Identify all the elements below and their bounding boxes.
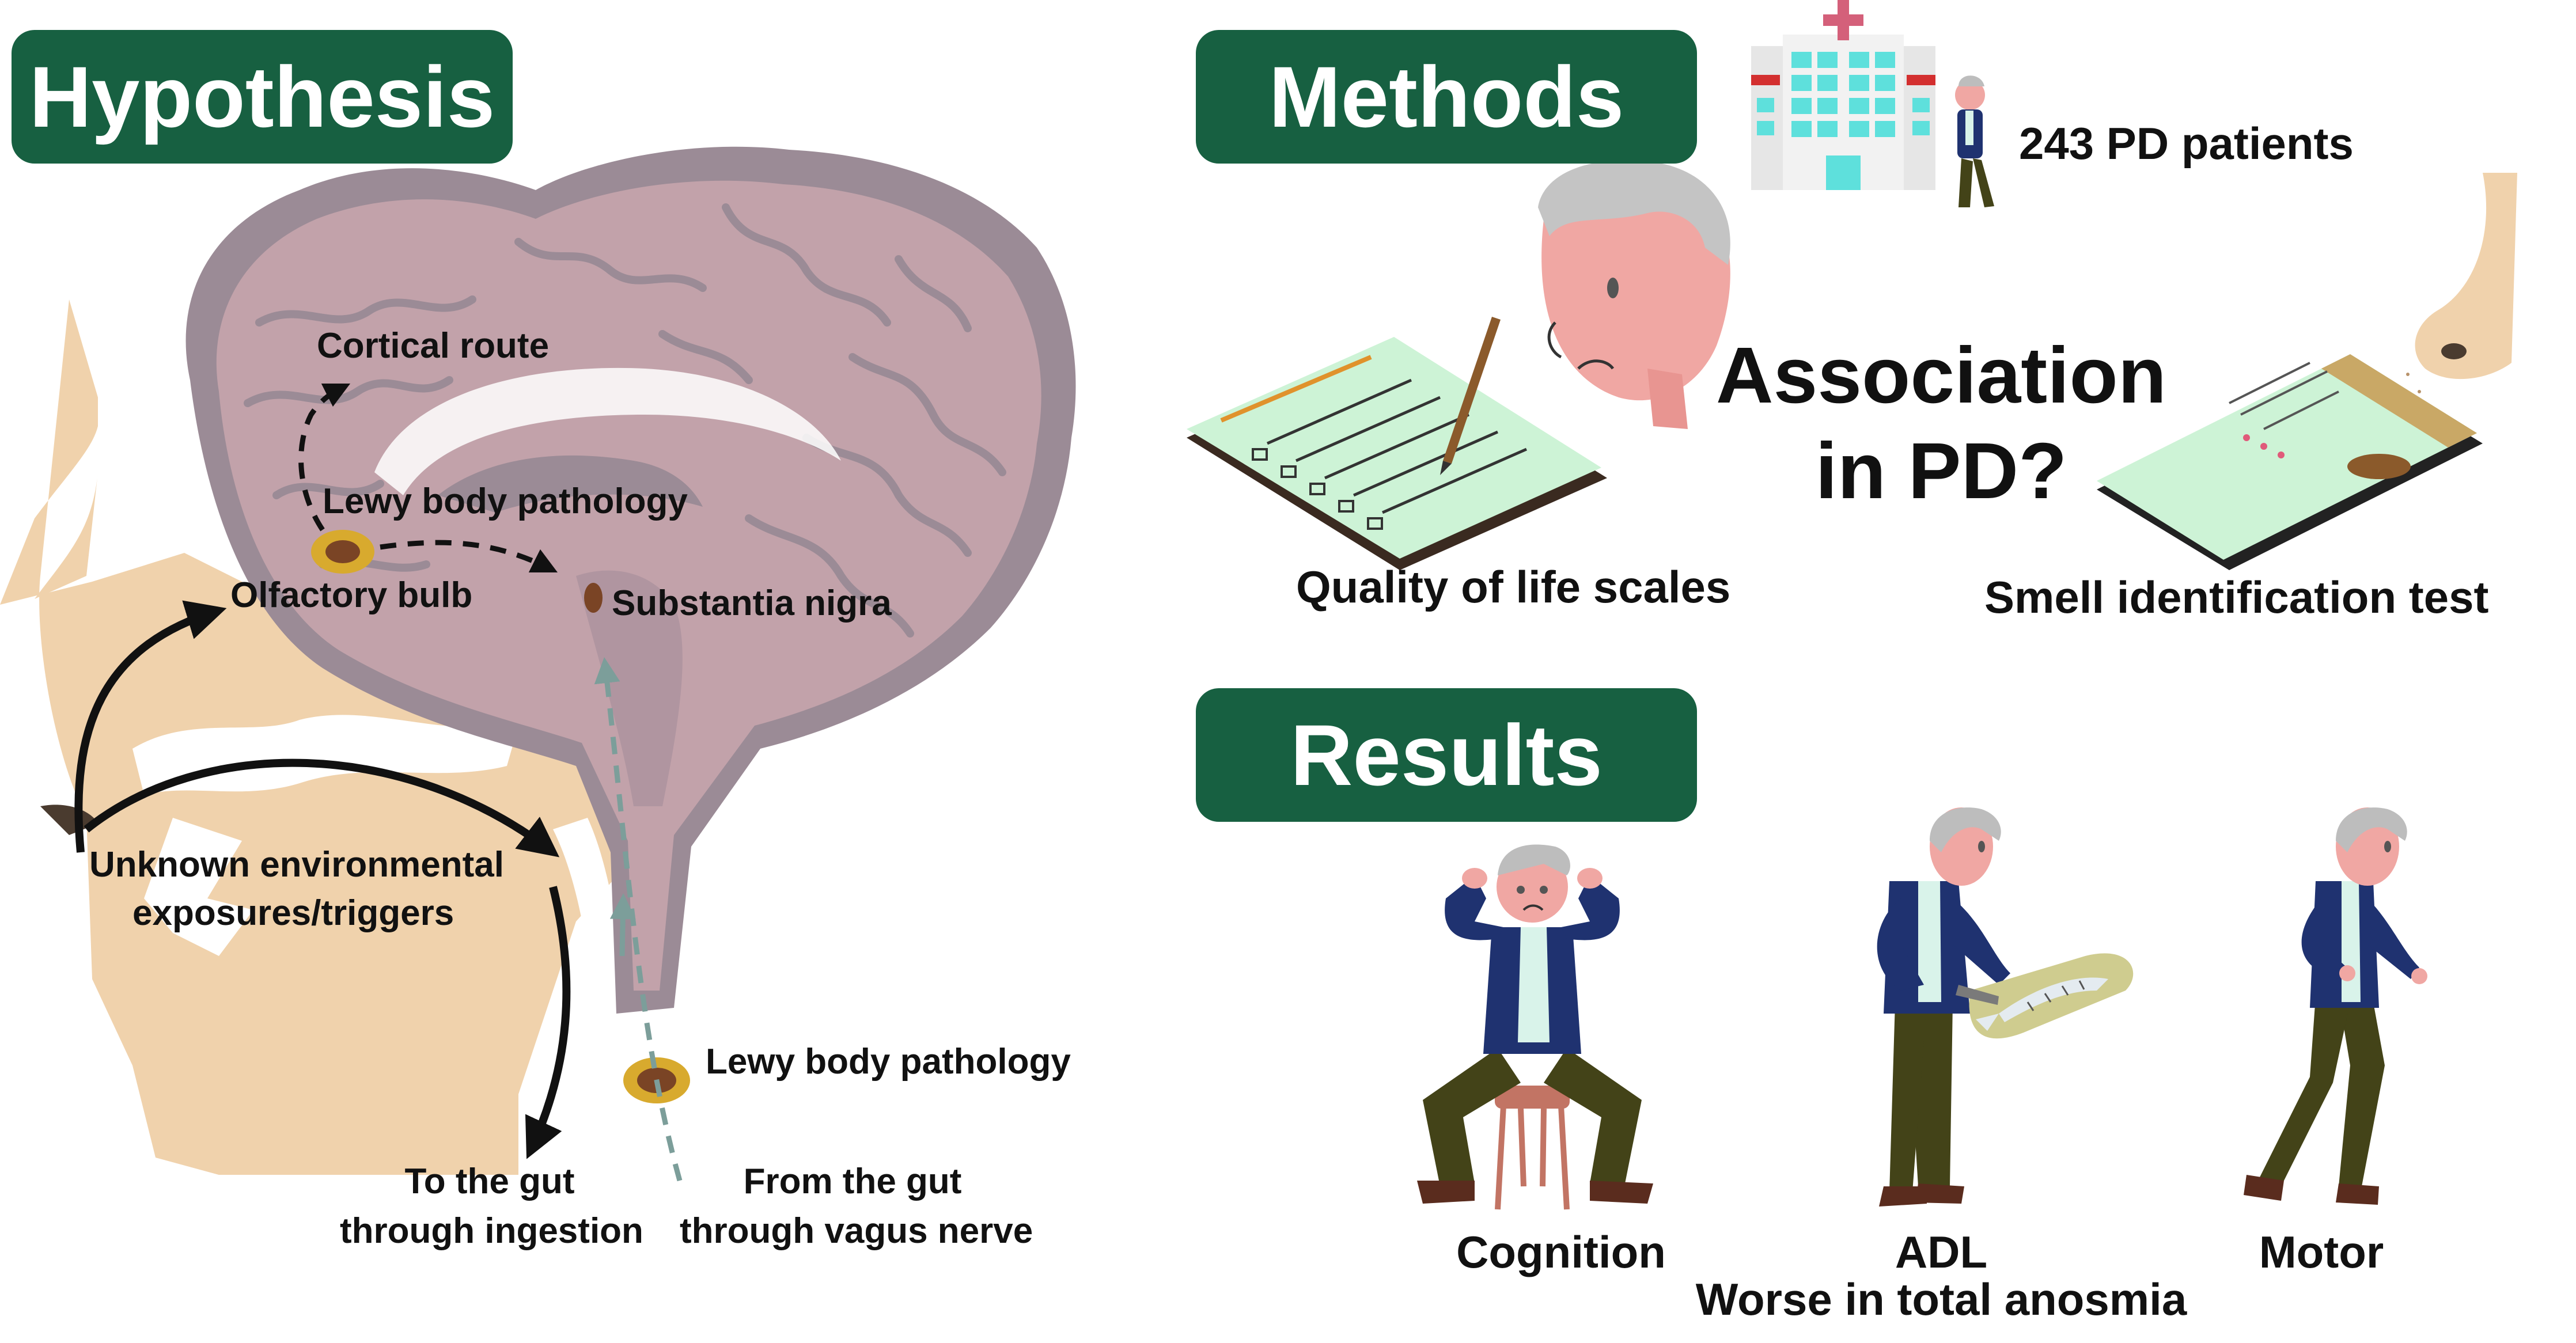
section-title-hypothesis: Hypothesis xyxy=(29,48,495,145)
clipboard-qol-scales xyxy=(1187,317,1607,570)
association-line1: Association xyxy=(1715,331,2167,420)
small-patient-icon xyxy=(1955,75,1994,207)
smell-test-card xyxy=(2097,354,2483,570)
label-gut-vagus-line1: From the gut xyxy=(743,1162,962,1201)
label-lewy-body-top: Lewy body pathology xyxy=(323,481,688,521)
label-qol-scales: Quality of life scales xyxy=(1296,562,1731,612)
label-patients-count: 243 PD patients xyxy=(2019,118,2354,169)
label-exposures-line1: Unknown environmental xyxy=(89,845,504,885)
section-badge-methods: Methods xyxy=(1196,30,1697,164)
patient-motor xyxy=(2244,807,2427,1205)
label-exposures-line2: exposures/triggers xyxy=(132,893,454,933)
hospital-icon xyxy=(1751,0,1935,190)
label-gut-vagus-line2: through vagus nerve xyxy=(680,1211,1033,1251)
label-olfactory-bulb: Olfactory bulb xyxy=(230,575,473,615)
brain xyxy=(185,146,1076,1014)
substantia-nigra-dot xyxy=(584,583,603,613)
label-cortical-route: Cortical route xyxy=(317,326,550,366)
pathway-arrows xyxy=(74,383,683,1182)
section-title-methods: Methods xyxy=(1268,48,1624,145)
patient-adl xyxy=(1877,807,2134,1207)
label-cognition: Cognition xyxy=(1456,1227,1666,1277)
association-question: Association in PD? xyxy=(1670,328,2212,519)
patient-face-methods xyxy=(1538,160,1730,429)
label-gut-ingestion-line1: To the gut xyxy=(404,1162,575,1201)
section-title-results: Results xyxy=(1290,706,1603,803)
patient-cognition xyxy=(1417,844,1653,1210)
section-badge-results: Results xyxy=(1196,688,1697,822)
head-profile xyxy=(0,299,680,1175)
nose-illustration xyxy=(2384,173,2517,407)
lewy-body-olfactory xyxy=(311,530,374,574)
label-adl: ADL xyxy=(1895,1227,1988,1277)
label-results-summary: Worse in total anosmia xyxy=(1695,1274,2187,1325)
section-badge-hypothesis: Hypothesis xyxy=(12,30,513,164)
label-substantia-nigra: Substantia nigra xyxy=(612,583,892,623)
label-gut-ingestion-line2: through ingestion xyxy=(340,1211,643,1251)
association-line2: in PD? xyxy=(1815,426,2067,515)
label-lewy-body-bottom: Lewy body pathology xyxy=(706,1042,1071,1082)
label-smell-test: Smell identification test xyxy=(1984,572,2489,623)
label-motor: Motor xyxy=(2259,1227,2384,1277)
